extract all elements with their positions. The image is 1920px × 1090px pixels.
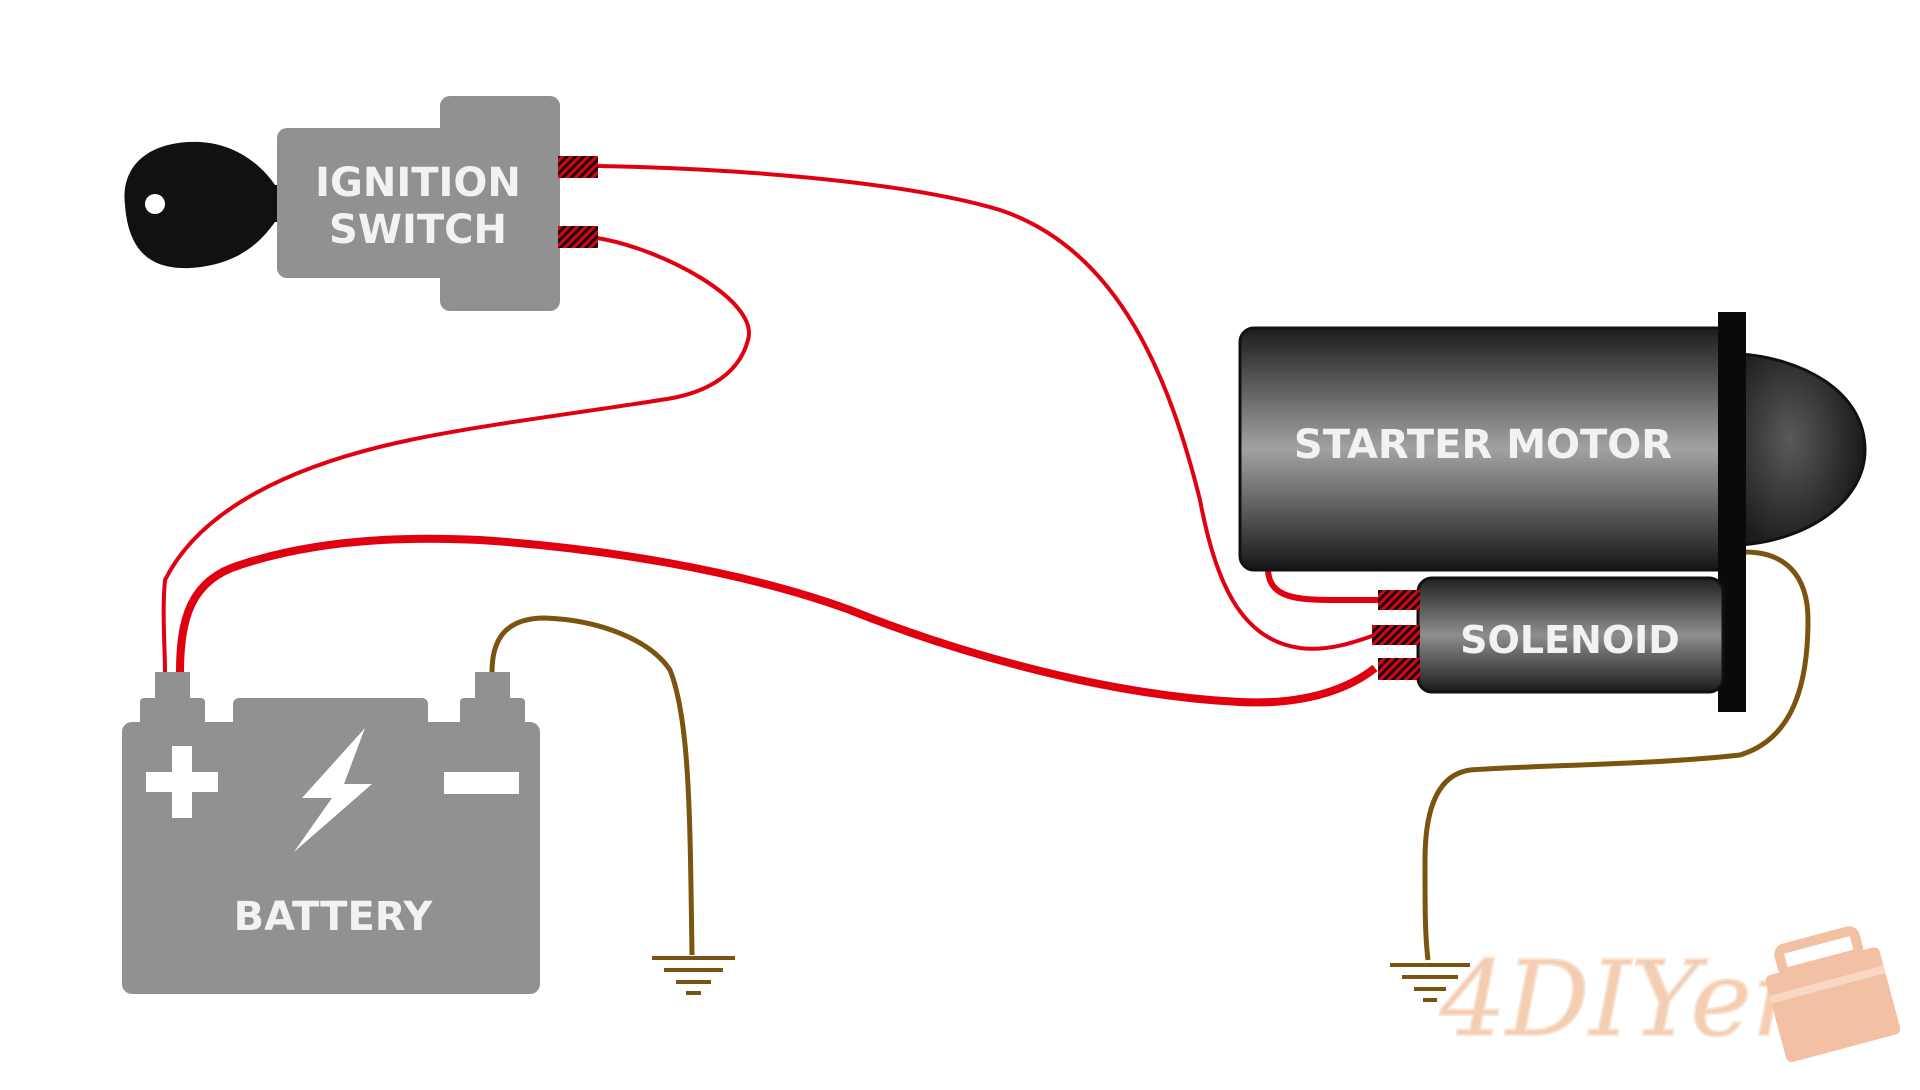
watermark: 4DIYers (1438, 926, 1901, 1063)
starter-motor-end-cap (1738, 352, 1867, 547)
battery-body (122, 722, 540, 994)
solenoid-terminal-top (1378, 590, 1420, 610)
ignition-terminal-bottom (558, 226, 598, 248)
ignition-key-icon (124, 141, 291, 269)
battery-label: BATTERY (234, 894, 434, 940)
positive-terminal-icon (146, 746, 218, 818)
ignition-switch-label-line2: SWITCH (329, 207, 507, 253)
solenoid-terminal-middle (1372, 625, 1420, 645)
toolbox-icon (1765, 926, 1901, 1063)
battery-negative-post-base (460, 698, 525, 728)
solenoid-terminal-bottom (1378, 658, 1420, 680)
ignition-switch: IGNITION SWITCH (124, 96, 598, 311)
ignition-to-solenoid-wire (596, 164, 1376, 651)
battery-positive-post-base (140, 698, 205, 728)
wires (161, 164, 1811, 961)
battery-top-lip (233, 698, 428, 728)
ignition-switch-connector (440, 96, 560, 311)
solenoid: SOLENOID (1372, 576, 1725, 694)
starter-to-solenoid-wire (1265, 567, 1378, 603)
ignition-terminal-top (558, 156, 598, 178)
ignition-switch-body (277, 128, 467, 278)
starter-motor: STARTER MOTOR (1238, 312, 1867, 712)
battery-negative-post (475, 672, 510, 702)
battery: BATTERY (122, 672, 540, 994)
battery-to-solenoid-cable (176, 534, 1378, 707)
lightning-bolt-icon (294, 728, 372, 852)
battery-positive-post (155, 672, 190, 702)
ground-symbol-icon (652, 956, 735, 995)
negative-terminal-icon (444, 772, 519, 794)
ignition-to-battery-wire (161, 236, 751, 673)
battery-ground-wire (489, 615, 695, 956)
ground-symbol-icon (1390, 963, 1470, 1002)
starter-motor-label: STARTER MOTOR (1294, 422, 1672, 468)
starter-ground-wire (1422, 549, 1811, 961)
ignition-switch-label-line1: IGNITION (315, 160, 521, 206)
solenoid-label: SOLENOID (1460, 618, 1680, 662)
